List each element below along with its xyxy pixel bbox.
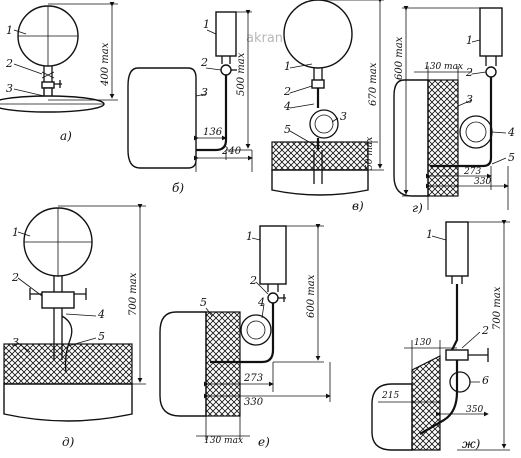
figure-a-label: а) <box>60 129 72 143</box>
figure-b-vessel <box>127 67 197 169</box>
figure-d-insulation <box>3 343 133 385</box>
figure-b: 1 2 3 500 max 136 240 б) <box>127 10 253 195</box>
figure-v-callout-4: 4 <box>283 100 291 113</box>
figure-g-dim-330: 330 <box>474 177 491 187</box>
figure-g: 1 2 3 4 5 600 max 130 max 273 330 г) <box>393 6 515 215</box>
figure-zh-cooling-loop <box>449 371 471 393</box>
figure-v-callout-3: 3 <box>340 110 347 123</box>
figure-b-gauge <box>215 11 237 57</box>
figure-d-callout-2: 2 <box>11 271 19 284</box>
figure-zh-label: ж) <box>462 437 481 451</box>
figure-d-callout-1: 1 <box>12 226 19 239</box>
figure-a-height-dim: 400 max <box>100 42 111 87</box>
figure-g-label: г) <box>412 201 423 215</box>
figure-b-label: б) <box>172 181 184 195</box>
figure-zh: 1 2 6 700 max 130 215 350 ж) <box>371 220 510 451</box>
figure-v-height-dim: 670 max <box>368 62 379 106</box>
figure-d-pipe <box>3 383 133 422</box>
figure-g-callout-5: 5 <box>508 151 515 164</box>
figure-a-callout-1: 1 <box>6 24 13 37</box>
figure-g-callout-1: 1 <box>466 34 473 47</box>
figure-a-callout-2: 2 <box>5 57 13 70</box>
figure-b-callout-3: 3 <box>201 86 208 99</box>
figure-zh-callout-6: 6 <box>482 374 489 387</box>
figure-zh-callout-1: 1 <box>426 228 433 241</box>
figure-v-insulation <box>271 141 369 171</box>
figure-zh-vessel <box>371 383 413 451</box>
figure-d-height-dim: 700 max <box>128 272 139 316</box>
figure-g-dim-273: 273 <box>463 167 481 177</box>
figure-g-callout-2: 2 <box>465 66 473 79</box>
figure-d-callout-4: 4 <box>97 308 105 321</box>
figure-e-height-dim: 600 max <box>306 274 317 318</box>
figure-v-gauge <box>283 0 353 69</box>
figure-d-label: д) <box>62 435 75 449</box>
figure-e-dim-273: 273 <box>243 373 263 384</box>
figure-zh-dim-350: 350 <box>466 405 483 415</box>
figure-zh-callout-2: 2 <box>481 324 489 337</box>
figure-e-gauge <box>259 225 287 285</box>
figure-b-height-dim: 500 max <box>236 52 247 96</box>
figure-a-callout-3: 3 <box>6 82 13 95</box>
figure-e-vessel <box>159 311 207 417</box>
figure-v-pipe <box>271 169 369 196</box>
figure-e-dim-130: 130 max <box>204 436 243 446</box>
figure-e-callout-5: 5 <box>200 296 207 309</box>
figure-zh-dim-130: 130 <box>414 338 431 348</box>
figure-e-label: е) <box>258 435 270 449</box>
figure-e-dim-330: 330 <box>244 397 264 408</box>
figure-d-valve-block <box>41 291 75 309</box>
figure-v: 1 2 3 4 5 670 max 50 max в) <box>271 0 384 213</box>
figure-g-height-dim: 600 max <box>394 36 405 80</box>
figure-b-callout-1: 1 <box>203 18 210 31</box>
figure-g-insulation <box>427 79 459 197</box>
figure-zh-insulation <box>411 355 441 451</box>
figure-b-callout-2: 2 <box>200 56 208 69</box>
figure-zh-dim-215: 215 <box>381 391 399 401</box>
figure-v-dim-50: 50 max <box>365 137 375 170</box>
figure-a: 400 max 1 2 3 а) <box>0 2 118 143</box>
figure-v-callout-1: 1 <box>284 60 291 73</box>
figure-v-label: в) <box>352 199 364 213</box>
figure-zh-gauge <box>445 221 469 277</box>
figure-e-callout-2: 2 <box>249 274 257 287</box>
figure-d: 1 2 3 4 5 700 max д) <box>3 204 146 449</box>
figure-e-insulation <box>205 311 241 417</box>
figure-zh-height-dim: 700 max <box>492 286 503 330</box>
figure-e-siphon-loop <box>240 314 272 346</box>
figure-e-callout-1: 1 <box>246 230 253 243</box>
figure-g-callout-4: 4 <box>507 126 515 139</box>
figure-e: 1 2 4 5 600 max 273 330 130 max е) <box>159 224 331 449</box>
figure-d-callout-5: 5 <box>98 330 105 343</box>
figure-g-siphon-loop <box>459 115 493 149</box>
figure-b-dim-240: 240 <box>221 146 242 157</box>
figure-g-vessel <box>393 79 429 197</box>
figure-b-dim-136: 136 <box>203 127 223 138</box>
figure-v-callout-5: 5 <box>284 123 291 136</box>
figure-g-callout-3: 3 <box>466 93 473 106</box>
figure-g-gauge <box>479 7 503 57</box>
figure-d-callout-3: 3 <box>12 336 19 349</box>
figure-e-callout-4: 4 <box>257 296 265 309</box>
figure-g-dim-130: 130 max <box>424 62 463 72</box>
figure-v-callout-2: 2 <box>283 85 291 98</box>
figure-v-siphon-loop <box>309 109 339 139</box>
